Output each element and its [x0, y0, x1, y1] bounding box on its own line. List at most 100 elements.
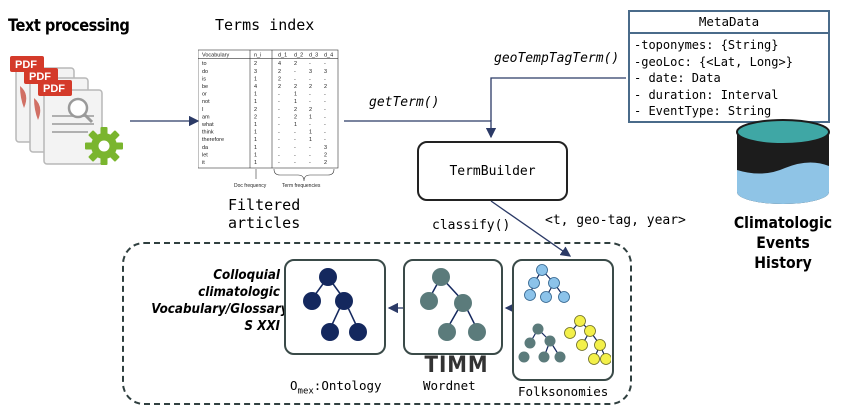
term-builder-box: TermBuilder: [417, 141, 568, 201]
ontology-group-container: [122, 242, 632, 405]
text-processing-title: Text processing: [8, 16, 130, 36]
table-cell: 1: [254, 130, 257, 136]
table-cell: -: [309, 145, 311, 151]
table-cell: -: [278, 152, 280, 158]
table-cell: 2: [294, 61, 297, 67]
table-cell: -: [309, 61, 311, 67]
table-cell: therefore: [202, 137, 224, 143]
table-cell: -: [278, 160, 280, 166]
arrow-getterm: [344, 120, 497, 139]
table-cell: 2: [278, 84, 281, 90]
folksonomies-label: Folksonomies: [518, 384, 609, 399]
filtered-line2: articles: [228, 214, 301, 232]
timm-logo: TIMM: [424, 353, 489, 378]
table-cell: think: [202, 130, 214, 136]
table-cell: -: [294, 145, 296, 151]
folksonomy-tree-icon: [518, 264, 612, 365]
metadata-line: - date: Data: [634, 71, 721, 85]
table-cell: 1: [254, 122, 257, 128]
table-cell: -: [278, 137, 280, 143]
arrow-geotemp: [490, 77, 626, 121]
table-cell: -: [278, 130, 280, 136]
table-cell: 2: [254, 107, 257, 113]
table-cell: 1: [294, 99, 297, 105]
table-cell: 1: [254, 137, 257, 143]
onto-suffix: :Ontology: [313, 378, 382, 393]
table-cell: 1: [294, 92, 297, 98]
metadata-box: MetaData -toponymes: {String} -geoLoc: {…: [628, 10, 830, 123]
table-cell: 1: [294, 122, 297, 128]
colloquial-line2: Vocabulary/Glossary: [151, 302, 289, 317]
table-header-cell: d_2: [294, 53, 303, 59]
climatologic-line2: History: [754, 253, 812, 272]
tuple-label: <t, geo-tag, year>: [545, 213, 686, 228]
table-cell: -: [278, 107, 280, 113]
metadata-line: - EventType: String: [634, 104, 772, 118]
table-cell: it: [202, 160, 205, 166]
table-cell: 1: [309, 114, 312, 120]
table-cell: be: [202, 84, 208, 90]
table-cell: am: [202, 114, 210, 120]
table-cell: 1: [254, 92, 257, 98]
table-cell: 3: [324, 145, 327, 151]
table-cell: 1: [254, 76, 257, 82]
table-cell: 2: [309, 107, 312, 113]
pdf-documents-icon: PDF PDF PDF: [10, 56, 123, 165]
table-header-cell: d_3: [309, 53, 318, 59]
table-cell: -: [294, 160, 296, 166]
table-cell: not: [202, 99, 210, 105]
table-cell: 3: [324, 69, 327, 75]
metadata-line: -geoLoc: {<Lat, Long>}: [634, 54, 793, 69]
table-cell: 2: [294, 114, 297, 120]
arrow-classify: [490, 200, 572, 257]
table-cell: 1: [254, 99, 257, 105]
table-cell: -: [309, 92, 311, 98]
term-builder-label: TermBuilder: [449, 163, 536, 179]
database-cylinder-icon: [736, 119, 830, 204]
table-cell: -: [324, 130, 326, 136]
table-header-cell: d_1: [278, 53, 287, 59]
table-cell: -: [294, 130, 296, 136]
metadata-header: MetaData: [630, 12, 828, 34]
table-cell: -: [294, 69, 296, 75]
pdf-label-1: PDF: [15, 59, 37, 71]
climatologic-line1: Climatologic Events: [733, 213, 833, 252]
table-cell: or: [202, 92, 207, 98]
table-cell: 1: [254, 160, 257, 166]
table-cell: -: [324, 137, 326, 143]
table-cell: 2: [278, 69, 281, 75]
table-cell: 1: [309, 130, 312, 136]
table-cell: what: [201, 122, 214, 128]
table-cell: 2: [324, 84, 327, 90]
onto-sub: mex: [297, 386, 314, 397]
colloquial-line1: Colloquial climatologic: [198, 268, 280, 300]
table-cell: 2: [294, 107, 297, 113]
table-cell: 4: [254, 84, 257, 90]
table-cell: -: [324, 76, 326, 82]
climatologic-events-title: Climatologic Events History: [729, 213, 836, 273]
pdf-label-2: PDF: [29, 71, 51, 83]
table-cell: -: [294, 137, 296, 143]
table-cell: -: [294, 76, 296, 82]
metadata-line: -toponymes: {String}: [634, 38, 779, 52]
colloquial-line3: S XXI: [244, 319, 280, 334]
table-cell: -: [309, 99, 311, 105]
table-cell: 2: [309, 84, 312, 90]
table-cell: 2: [324, 152, 327, 158]
ontology-tree-icon: [303, 268, 367, 341]
table-cell: -: [278, 145, 280, 151]
table-header-cell: d_4: [324, 53, 333, 59]
table-frame: [198, 49, 339, 169]
table-cell: I: [202, 107, 204, 113]
ontology-label: Omex:Ontology: [290, 378, 382, 397]
table-cell: -: [278, 92, 280, 98]
doc-frequency-label: Doc frequency: [234, 183, 267, 189]
get-term-label: getTerm(): [369, 95, 440, 110]
table-cell: 1: [254, 152, 257, 158]
geo-temp-tag-term-label: geoTempTagTerm(): [494, 51, 620, 66]
table-cell: -: [324, 61, 326, 67]
table-cell: -: [324, 114, 326, 120]
table-cell: let: [202, 152, 208, 158]
table-header-cell: n_i: [254, 53, 261, 59]
